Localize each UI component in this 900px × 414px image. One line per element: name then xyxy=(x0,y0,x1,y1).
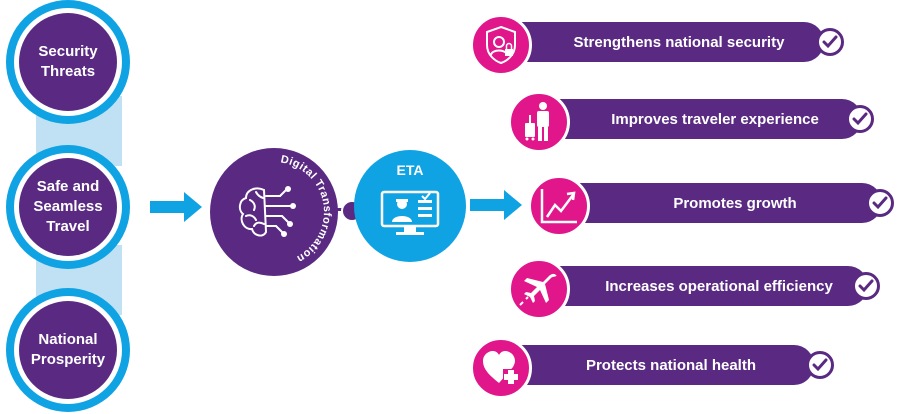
benefit-icon-circle xyxy=(470,14,532,76)
benefit-label: Increases operational efficiency xyxy=(605,277,833,295)
benefit-bar: Promotes growth xyxy=(572,183,882,223)
check-icon xyxy=(806,351,834,379)
airplane-icon xyxy=(519,273,557,306)
shield-person-icon xyxy=(486,25,516,65)
brain-circuit-icon xyxy=(238,186,296,237)
heart-plus-icon xyxy=(483,351,519,385)
benefit-bar: Strengthens national security xyxy=(514,22,824,62)
eta-circle: ETA xyxy=(354,150,466,262)
arrow-right-icon xyxy=(470,190,522,220)
circle-label-line: National xyxy=(38,331,98,348)
check-icon xyxy=(866,189,894,217)
benefit-row-health: Protects national health xyxy=(470,337,850,399)
benefit-icon-circle xyxy=(508,91,570,153)
benefit-icon-circle xyxy=(470,337,532,399)
digital-transformation-circle: Digital Transformation xyxy=(210,148,338,276)
benefit-icon-circle xyxy=(508,258,570,320)
check-icon xyxy=(846,105,874,133)
benefit-label: Protects national health xyxy=(585,356,757,374)
benefit-bar: Improves traveler experience xyxy=(552,99,862,139)
benefit-row-growth: Promotes growth xyxy=(528,175,898,237)
traveler-luggage-icon xyxy=(525,102,549,141)
circle-label-line: Safe and xyxy=(36,178,100,195)
circle-label-line: Security xyxy=(38,43,98,60)
circle-safe-seamless-travel: Safe and Seamless Travel xyxy=(6,145,130,269)
eta-label: ETA xyxy=(396,162,424,178)
benefit-label: Strengthens national security xyxy=(573,33,785,51)
benefit-bar: Protects national health xyxy=(514,345,814,385)
benefit-row-traveler: Improves traveler experience xyxy=(508,91,882,153)
benefit-row-security: Strengthens national security xyxy=(470,14,850,76)
circle-national-prosperity: National Prosperity xyxy=(6,288,130,412)
circle-label-line: Travel xyxy=(46,218,90,235)
benefit-label: Promotes growth xyxy=(673,194,797,212)
computer-officer-icon xyxy=(380,190,440,235)
circle-security-threats: Security Threats xyxy=(6,0,130,124)
check-icon xyxy=(852,272,880,300)
growth-chart-icon xyxy=(540,189,577,224)
benefit-row-efficiency: Increases operational efficiency xyxy=(508,258,888,320)
benefit-bar: Increases operational efficiency xyxy=(552,266,868,306)
benefit-icon-circle xyxy=(528,175,590,237)
benefit-label: Improves traveler experience xyxy=(611,110,819,128)
circle-label-line: Prosperity xyxy=(30,351,106,368)
circle-label-line: Seamless xyxy=(33,198,103,215)
check-icon xyxy=(816,28,844,56)
circle-label-line: Threats xyxy=(40,63,96,80)
arrow-right-icon xyxy=(150,192,202,222)
